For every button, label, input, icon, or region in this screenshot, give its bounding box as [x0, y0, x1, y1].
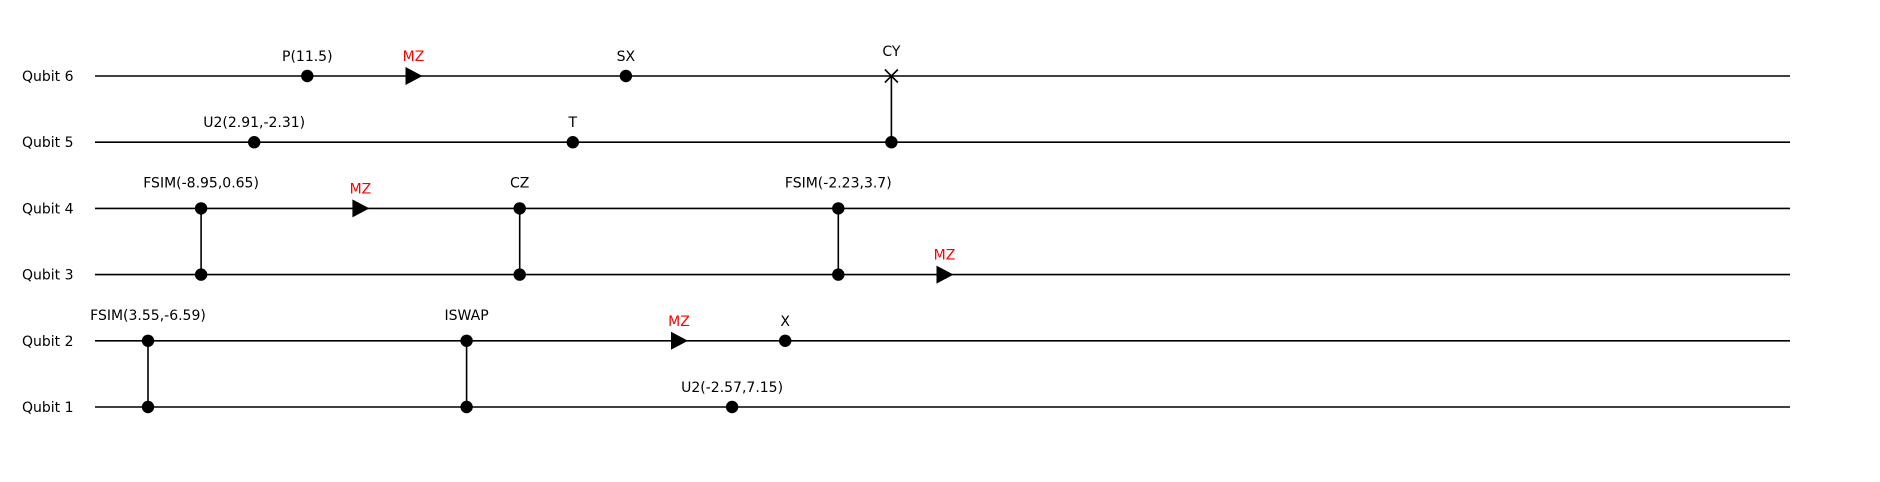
qubit-label-1: Qubit 1 — [22, 400, 74, 416]
target-x-mark — [884, 68, 899, 84]
gate-connectors — [147, 76, 893, 407]
gate-label: FSIM(-8.95,0.65) — [143, 175, 259, 191]
gate-label: P(11.5) — [282, 49, 333, 65]
gate-dot — [194, 202, 208, 215]
gate-label: MZ — [350, 181, 372, 197]
gate-label: MZ — [934, 248, 956, 264]
gate-dot — [832, 268, 845, 281]
gate-dot — [460, 334, 473, 347]
control-dot — [885, 136, 898, 149]
gate-dot — [566, 136, 579, 149]
gate-labels: FSIM(3.55,-6.59) FSIM(-8.95,0.65) U2(2.91,… — [90, 44, 955, 396]
gate-label: CZ — [510, 175, 529, 191]
qubit-label-2: Qubit 2 — [22, 334, 74, 350]
measure-marker — [405, 67, 423, 85]
gate-label: X — [780, 314, 790, 330]
qubit-label-5: Qubit 5 — [22, 135, 74, 151]
gate-dot — [779, 334, 792, 347]
gate-dot — [301, 69, 314, 83]
measure-marker — [936, 265, 954, 284]
qubit-label-3: Qubit 3 — [22, 268, 74, 284]
gate-dot — [513, 268, 526, 281]
qubit-labels: Qubit 6 Qubit 5 Qubit 4 Qubit 3 Qubit 2 Qubit… — [22, 69, 74, 416]
gate-dot — [248, 136, 261, 149]
gate-label: T — [568, 115, 578, 131]
qubit-wires — [95, 75, 1790, 408]
gate-dot — [513, 202, 526, 215]
gate-dot — [141, 334, 155, 347]
gate-label: FSIM(3.55,-6.59) — [90, 308, 206, 324]
gate-label: SX — [617, 49, 636, 65]
gate-label: ISWAP — [445, 308, 489, 324]
qubit-label-4: Qubit 4 — [22, 201, 74, 217]
gate-label: U2(2.91,-2.31) — [203, 115, 305, 131]
gate-dot — [832, 202, 845, 215]
gate-dot — [460, 400, 473, 414]
gate-markers — [141, 67, 954, 414]
measure-marker — [671, 331, 688, 350]
measure-marker — [352, 199, 370, 218]
gate-dot — [619, 69, 633, 83]
gate-dot — [725, 400, 739, 414]
qubit-label-6: Qubit 6 — [22, 69, 74, 85]
gate-label: MZ — [668, 314, 690, 330]
gate-label: CY — [882, 44, 901, 60]
gate-dot — [194, 268, 208, 281]
gate-label: FSIM(-2.23,3.7) — [785, 175, 892, 191]
gate-dot — [141, 400, 155, 414]
gate-label: U2(-2.57,7.15) — [681, 380, 783, 396]
gate-label: MZ — [403, 49, 425, 65]
